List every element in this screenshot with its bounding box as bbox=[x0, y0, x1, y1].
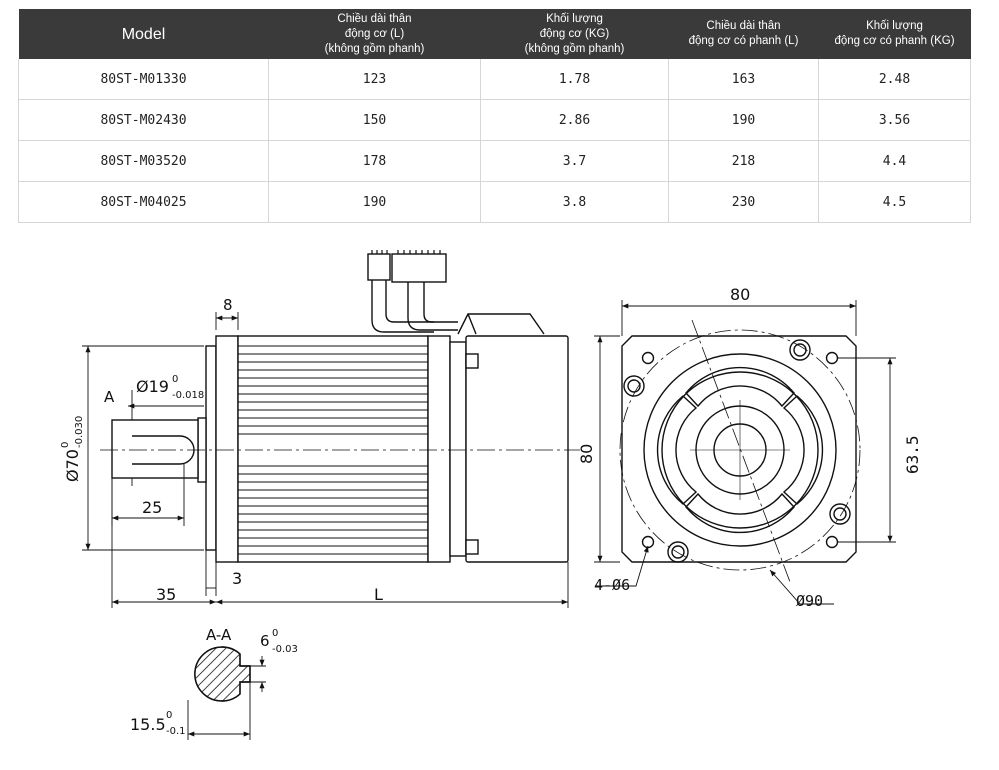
cell-weight-with-brake: 3.56 bbox=[818, 99, 971, 141]
dim-flange-width: 80 bbox=[730, 285, 750, 304]
cell-weight-no-brake: 2.86 bbox=[480, 99, 669, 141]
cooling-fins bbox=[238, 345, 428, 555]
cell-body-length-with-brake: 190 bbox=[668, 99, 819, 141]
header-body-length-with-brake: Chiều dài thân động cơ có phanh (L) bbox=[668, 9, 819, 59]
header-line: động cơ có phanh (KG) bbox=[834, 35, 955, 47]
mounting-holes bbox=[641, 351, 839, 549]
flange-windows bbox=[656, 366, 824, 534]
header-line: động cơ (L) bbox=[344, 27, 405, 40]
header-line: Khối lượng bbox=[546, 12, 603, 25]
cell-body-length-with-brake: 230 bbox=[668, 181, 819, 223]
cell-model: 80ST-M03520 bbox=[18, 140, 269, 182]
cell-body-length-no-brake: 150 bbox=[268, 99, 481, 141]
dim-key-width: 6 bbox=[260, 632, 270, 650]
cell-weight-with-brake: 4.4 bbox=[818, 140, 971, 182]
section-title: A-A bbox=[206, 626, 232, 644]
header-line: động cơ có phanh (L) bbox=[688, 35, 799, 47]
cable-connectors bbox=[367, 250, 458, 333]
cell-model: 80ST-M04025 bbox=[18, 181, 269, 223]
table-row: 80ST-M02430 150 2.86 190 3.56 bbox=[18, 99, 971, 141]
cell-model: 80ST-M01330 bbox=[18, 59, 269, 100]
table-row: 80ST-M03520 178 3.7 218 4.4 bbox=[18, 140, 971, 182]
dim-key-length: 25 bbox=[142, 498, 162, 517]
header-line: Chiều dài thân bbox=[706, 20, 781, 32]
dim-pilot-tol-lower: -0.030 bbox=[74, 416, 85, 448]
cell-model: 80ST-M02430 bbox=[18, 99, 269, 141]
dim-shaft-diameter: Ø19 bbox=[136, 377, 169, 396]
table-row: 80ST-M01330 123 1.78 163 2.48 bbox=[18, 59, 971, 100]
header-weight-with-brake: Khối lượng động cơ có phanh (KG) bbox=[818, 9, 971, 59]
header-line: (không gồm phanh) bbox=[524, 42, 625, 55]
header-line: động cơ (KG) bbox=[539, 27, 610, 40]
cell-weight-no-brake: 3.8 bbox=[480, 181, 669, 223]
dim-key-depth-tol-lower: -0.1 bbox=[166, 726, 186, 737]
dim-pilot-diameter: Ø70 bbox=[63, 449, 82, 482]
dim-flange-thickness: 8 bbox=[223, 296, 233, 314]
dim-key-depth: 15.5 bbox=[130, 715, 166, 734]
dim-flange-height: 80 bbox=[577, 444, 596, 464]
dim-bolt-circle: Ø90 bbox=[796, 592, 823, 610]
dim-mounting-holes: 4-Ø6 bbox=[594, 576, 630, 594]
table-header-row: Model Chiều dài thân động cơ (L) (không … bbox=[18, 9, 971, 59]
header-model-label: Model bbox=[121, 25, 166, 43]
dim-bolt-spacing: 63.5 bbox=[903, 435, 922, 474]
dim-body-length: L bbox=[374, 585, 383, 604]
front-view-dimensions bbox=[594, 300, 896, 605]
header-body-length-no-brake: Chiều dài thân động cơ (L) (không gồm ph… bbox=[268, 9, 481, 59]
section-marker: A bbox=[104, 388, 115, 406]
dim-key-width-tol-lower: -0.03 bbox=[272, 644, 298, 655]
dim-shaft-tol-lower: -0.018 bbox=[172, 390, 204, 401]
spec-table: Model Chiều dài thân động cơ (L) (không … bbox=[18, 9, 971, 223]
front-view bbox=[619, 319, 861, 583]
header-line: Chiều dài thân bbox=[337, 12, 412, 25]
cell-weight-no-brake: 1.78 bbox=[480, 59, 669, 100]
dim-shaft-tol-upper: 0 bbox=[172, 374, 178, 385]
dim-pilot-tol-upper: 0 bbox=[60, 442, 71, 448]
header-weight-no-brake: Khối lượng động cơ (KG) (không gồm phanh… bbox=[480, 9, 669, 59]
cell-body-length-no-brake: 178 bbox=[268, 140, 481, 182]
cell-body-length-no-brake: 123 bbox=[268, 59, 481, 100]
header-line: Khối lượng bbox=[866, 20, 923, 32]
cell-weight-with-brake: 4.5 bbox=[818, 181, 971, 223]
cell-body-length-no-brake: 190 bbox=[268, 181, 481, 223]
header-model: Model bbox=[18, 9, 269, 59]
dim-key-depth-tol-upper: 0 bbox=[166, 710, 172, 721]
table-row: 80ST-M04025 190 3.8 230 4.5 bbox=[18, 181, 971, 223]
section-view: A-A 6 0 -0.03 15.5 0 -0.1 bbox=[130, 626, 298, 740]
dim-pilot-depth: 3 bbox=[232, 569, 242, 588]
side-view bbox=[100, 250, 580, 563]
cell-body-length-with-brake: 163 bbox=[668, 59, 819, 100]
side-view-dimensions bbox=[82, 312, 569, 608]
cell-body-length-with-brake: 218 bbox=[668, 140, 819, 182]
header-line: (không gồm phanh) bbox=[324, 42, 425, 55]
screw-heads bbox=[623, 339, 851, 563]
dim-shaft-length: 35 bbox=[156, 585, 176, 604]
cell-weight-with-brake: 2.48 bbox=[818, 59, 971, 100]
dim-key-width-tol-upper: 0 bbox=[272, 628, 278, 639]
cell-weight-no-brake: 3.7 bbox=[480, 140, 669, 182]
technical-drawing: 8 A Ø19 0 -0.018 Ø70 0 -0.030 25 3 35 L bbox=[60, 250, 922, 740]
